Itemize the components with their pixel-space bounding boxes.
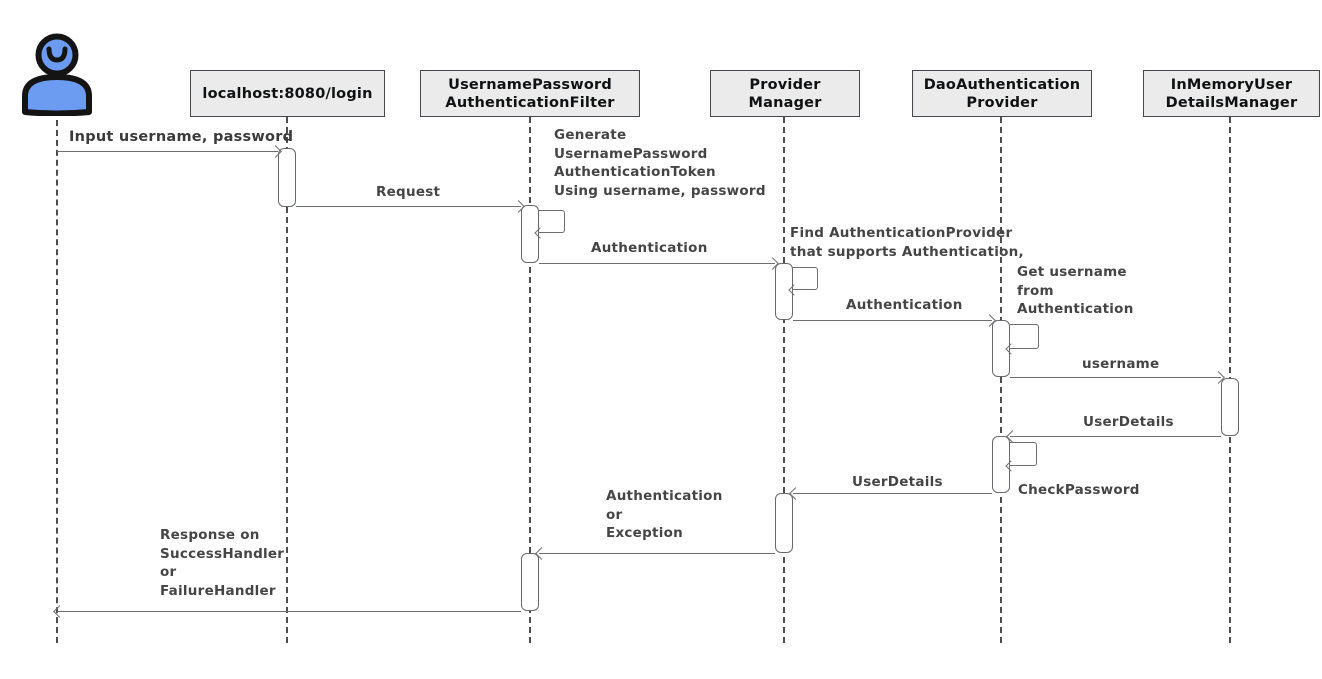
lifeline-provider-manager (783, 117, 785, 643)
activation-bar-provider-manager-2 (775, 493, 793, 553)
label-line: SuccessHandler (160, 545, 285, 562)
label-line: or (160, 564, 177, 580)
label-line: UsernamePassword (554, 145, 708, 162)
message-arrow-username (1010, 377, 1221, 378)
label-line: Get username (1017, 264, 1127, 280)
label-line: Exception (606, 525, 683, 541)
message-label-authentication-to-dao: Authentication (846, 297, 963, 313)
message-label-input-credentials: Input username, password (69, 129, 294, 145)
self-call-get-username (1010, 324, 1039, 349)
message-label-username: username (1082, 356, 1160, 372)
participant-box-username-password-authentication-filter: UsernamePassword AuthenticationFilter (420, 70, 640, 117)
message-arrow-authentication-to-provider-manager (539, 263, 775, 264)
label-line: Authentication (1017, 301, 1134, 317)
participant-label: InMemoryUser (1170, 76, 1293, 93)
participant-box-localhost-login: localhost:8080/login (190, 70, 385, 117)
lifeline-authentication-filter (529, 117, 531, 643)
label-line: FailureHandler (160, 582, 276, 599)
message-label-find-provider: Find AuthenticationProvider that support… (790, 224, 1024, 261)
label-line: Generate (554, 127, 627, 143)
participant-label: Manager (748, 94, 822, 111)
message-label-request: Request (376, 184, 441, 200)
label-line: AuthenticationToken (554, 164, 716, 180)
label-line: Response on (160, 527, 260, 543)
activation-bar-filter-2 (521, 553, 539, 611)
label-line: that supports Authentication, (790, 243, 1024, 260)
participant-label: DaoAuthentication (923, 76, 1081, 93)
activation-bar-in-memory (1221, 378, 1239, 436)
user-actor (19, 32, 95, 117)
message-label-authentication-to-pm: Authentication (591, 240, 708, 256)
self-call-find-provider (793, 267, 818, 290)
self-call-check-password (1010, 442, 1037, 466)
label-line: or (606, 506, 623, 523)
message-arrow-input-credentials (57, 151, 278, 152)
label-line: Find AuthenticationProvider (790, 225, 1013, 241)
message-arrow-response (57, 611, 521, 612)
message-arrow-request (296, 206, 521, 207)
message-label-generate-token: Generate UsernamePassword Authentication… (554, 126, 766, 200)
message-label-check-password: CheckPassword (1018, 482, 1140, 498)
label-line: from (1017, 282, 1054, 299)
lifeline-localhost-login (286, 117, 288, 643)
message-label-authentication-or-exception: Authentication or Exception (606, 487, 723, 543)
message-arrow-userdetails-return (1010, 436, 1221, 437)
message-label-response: Response on SuccessHandler or FailureHan… (160, 526, 284, 600)
participant-box-in-memory-user-details-manager: InMemoryUser DetailsManager (1143, 70, 1320, 117)
participant-label: Provider (749, 76, 821, 93)
participant-label: UsernamePassword (448, 76, 612, 93)
message-arrow-authentication-to-dao-provider (793, 320, 992, 321)
participant-box-dao-authentication-provider: DaoAuthentication Provider (912, 70, 1092, 117)
message-label-userdetails-return: UserDetails (1083, 414, 1174, 430)
participant-label: Provider (966, 94, 1038, 111)
message-arrow-userdetails-to-provider-manager (793, 493, 992, 494)
message-label-userdetails-to-pm: UserDetails (852, 474, 943, 490)
participant-label: AuthenticationFilter (445, 94, 615, 111)
participant-box-provider-manager: Provider Manager (710, 70, 860, 117)
message-arrow-authentication-or-exception (539, 553, 775, 554)
participant-label: localhost:8080/login (202, 85, 373, 102)
message-label-get-username: Get username from Authentication (1017, 263, 1134, 319)
label-line: Authentication (606, 488, 723, 504)
self-call-generate-token (539, 210, 565, 233)
lifeline-dao-authentication-provider (1000, 117, 1002, 643)
participant-label: DetailsManager (1165, 94, 1298, 111)
person-icon (22, 33, 92, 117)
lifeline-user (56, 120, 58, 643)
activation-bar-localhost (278, 148, 296, 207)
label-line: Using username, password (554, 182, 766, 199)
